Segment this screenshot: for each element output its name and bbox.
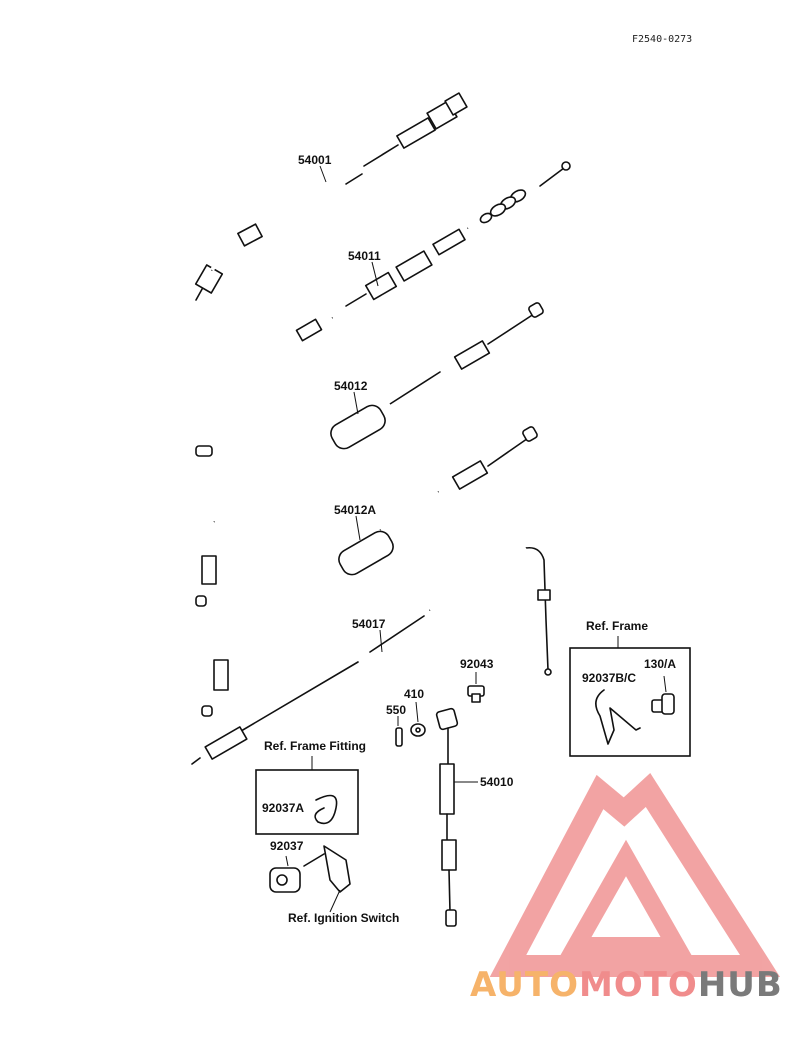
part-92037A (314, 794, 338, 825)
label-54010: 54010 (480, 775, 514, 789)
frame-box (569, 647, 691, 757)
label-92037BC: 92037B/C (582, 671, 636, 685)
leader-54001 (319, 165, 327, 183)
cable-54010 (435, 707, 459, 927)
watermark-auto: AUTO (470, 965, 579, 1005)
label-54012A: 54012A (334, 503, 376, 517)
part-130A (651, 675, 675, 715)
label-92043: 92043 (460, 657, 494, 671)
label-54011: 54011 (348, 249, 381, 263)
watermark-hub: HUB (698, 965, 783, 1005)
watermark-text: AUTOMOTOHUB (470, 965, 783, 1005)
leader-54011 (371, 261, 379, 287)
leader-54017 (379, 629, 383, 653)
label-ref-frame: Ref. Frame (586, 619, 648, 633)
label-130A: 130/A (644, 657, 676, 671)
label-54012: 54012 (334, 379, 368, 393)
leader-92037 (285, 855, 289, 867)
label-550: 550 (386, 703, 406, 717)
part-92043 (467, 685, 485, 703)
label-92037A: 92037A (262, 801, 304, 815)
label-54001: 54001 (298, 153, 332, 167)
part-92037 (269, 845, 351, 893)
part-92037BC (595, 689, 641, 745)
cable-54011 (345, 161, 571, 307)
label-ref-frame-fitting: Ref. Frame Fitting (264, 739, 366, 753)
label-ref-ignition-switch: Ref. Ignition Switch (288, 911, 399, 925)
cable-54012 (195, 302, 544, 524)
label-54017: 54017 (352, 617, 386, 631)
cable-54001 (194, 92, 468, 301)
watermark-moto: MOTO (579, 965, 698, 1005)
part-410 (410, 723, 426, 737)
leader-410 (415, 701, 419, 723)
cable-54017 (191, 546, 552, 765)
drawing-code: F2540-0273 (632, 34, 692, 45)
label-410: 410 (404, 687, 424, 701)
label-92037: 92037 (270, 839, 304, 853)
watermark-logo (489, 773, 781, 977)
leader-54012A (355, 515, 361, 541)
leader-ignition-switch (329, 889, 341, 913)
part-550 (395, 727, 403, 747)
frame-fitting-box (255, 769, 359, 835)
leader-54012 (353, 391, 359, 415)
cable-54012A (195, 426, 538, 717)
